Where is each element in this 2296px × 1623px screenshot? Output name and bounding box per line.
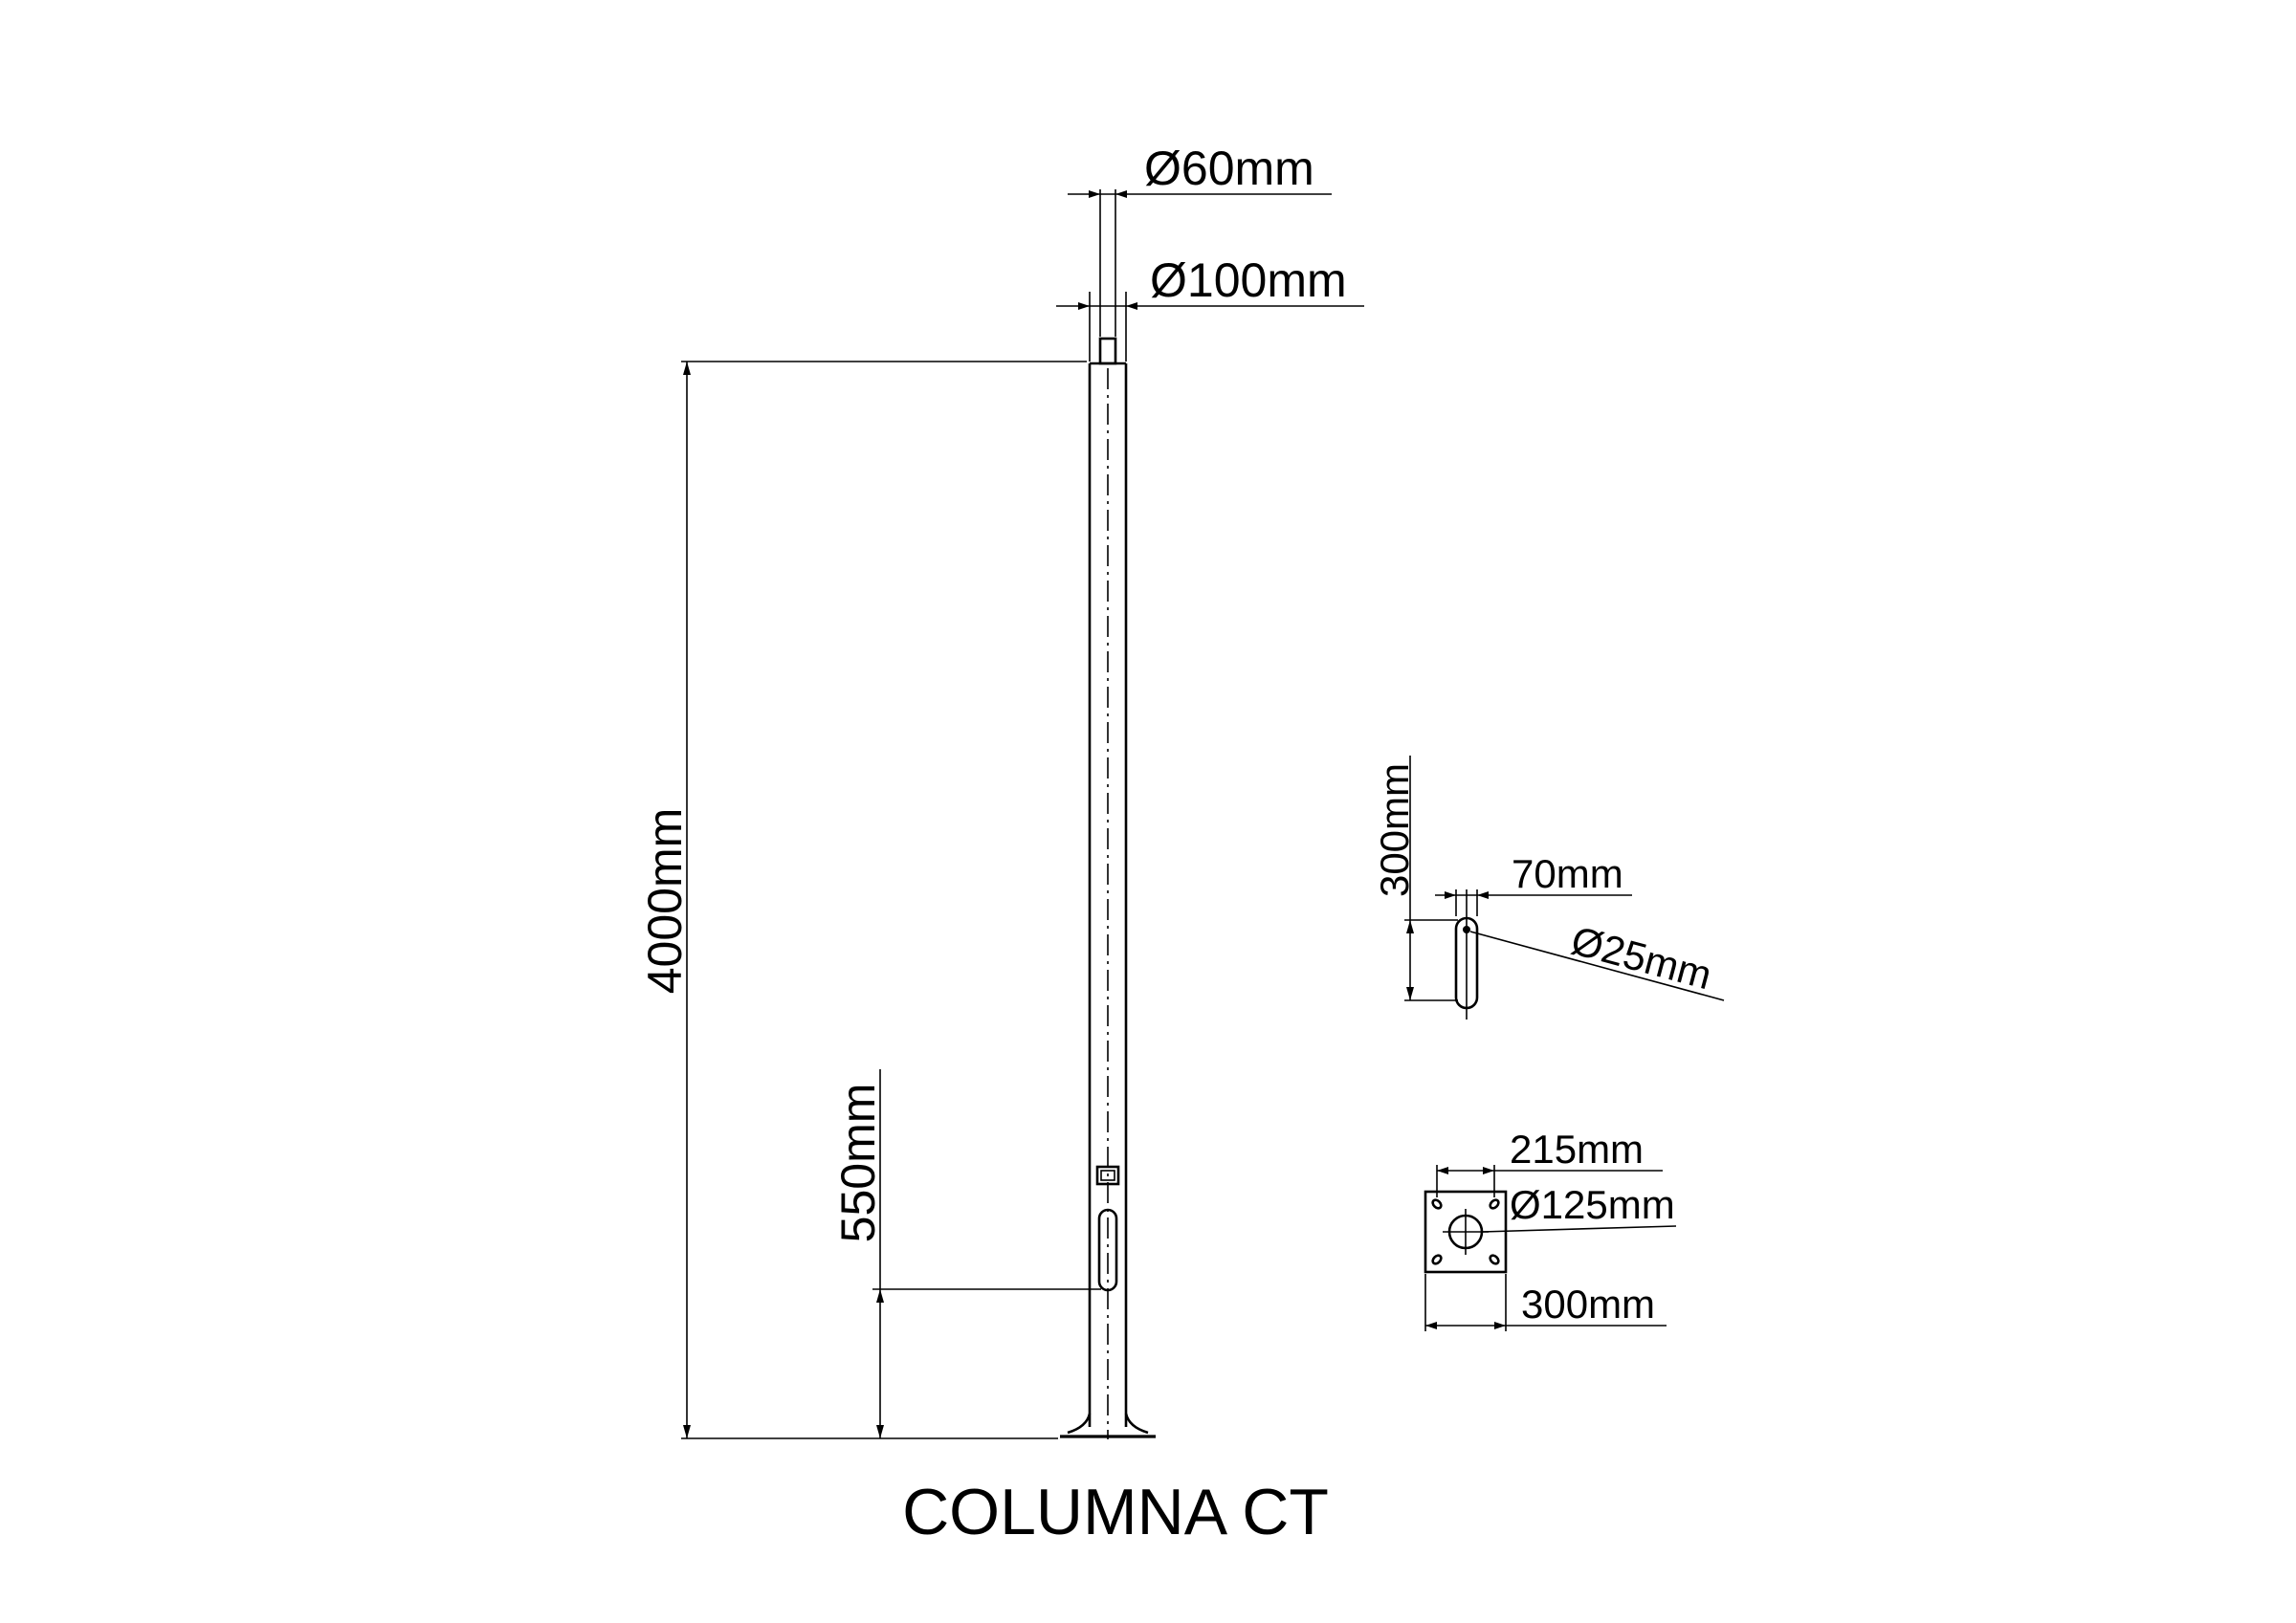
dim-top-arrow-left: [1089, 190, 1100, 198]
base-plate-bolt-bl: [1431, 1254, 1443, 1265]
access-box-inner: [1100, 1170, 1115, 1181]
door-height-label: 550mm: [831, 1084, 885, 1243]
access-box: [1095, 1165, 1120, 1186]
dim-top-arrow-right: [1115, 190, 1127, 198]
door-detail-hole-label: Ø25mm: [1567, 917, 1716, 998]
dim-height: 4000mm: [638, 361, 1087, 1439]
door-detail: 300mm 70mm Ø25mm: [1372, 756, 1725, 1020]
door-detail-width-arrow-left: [1445, 891, 1456, 899]
dim-door-arrow-top: [876, 1289, 884, 1303]
height-label: 4000mm: [638, 808, 692, 995]
drawing-title: COLUMNA CT: [902, 1476, 1329, 1548]
dim-door-arrow-bottom: [876, 1425, 884, 1438]
door-detail-arrow-top: [1406, 920, 1414, 933]
dim-shaft-arrow-left: [1078, 302, 1090, 310]
top-spigot: [1098, 337, 1117, 365]
base-bolt-arrow-left: [1437, 1167, 1448, 1174]
dim-height-arrow-top: [683, 362, 691, 375]
door-detail-width-arrow-right: [1477, 891, 1489, 899]
base-flare: [1067, 1413, 1149, 1435]
dim-top-diameter: Ø60mm: [1068, 142, 1332, 337]
base-plate-detail: 215mm Ø125mm 300mm: [1424, 1127, 1677, 1331]
dim-height-arrow-bottom: [683, 1425, 691, 1438]
door-detail-arrow-bottom: [1406, 987, 1414, 1000]
door-detail-height-label: 300mm: [1372, 763, 1417, 897]
door-detail-width-label: 70mm: [1512, 851, 1623, 896]
door-slot: [1097, 1208, 1118, 1292]
shaft-diameter-label: Ø100mm: [1150, 253, 1347, 307]
dim-door-height: 550mm: [831, 1069, 1101, 1438]
base-bolt-arrow-right: [1483, 1167, 1494, 1174]
base-hole-label: Ø125mm: [1510, 1182, 1675, 1227]
base-plate-bolt-tr: [1489, 1198, 1500, 1210]
base-width-arrow-right: [1494, 1322, 1506, 1329]
column-elevation: [1060, 337, 1156, 1439]
base-hole-leader: [1481, 1225, 1677, 1233]
top-diameter-label: Ø60mm: [1144, 142, 1314, 195]
door-detail-hole: [1463, 926, 1470, 933]
dim-shaft-arrow-right: [1126, 302, 1137, 310]
base-width-label: 300mm: [1521, 1282, 1655, 1327]
base-bolt-spacing-label: 215mm: [1510, 1127, 1644, 1172]
door-detail-hole-leader: [1469, 931, 1725, 1001]
base-plate-bolt-tl: [1431, 1198, 1443, 1210]
dim-shaft-diameter: Ø100mm: [1056, 253, 1364, 362]
base-plate-bolt-br: [1489, 1254, 1500, 1265]
base-width-arrow-left: [1425, 1322, 1437, 1329]
